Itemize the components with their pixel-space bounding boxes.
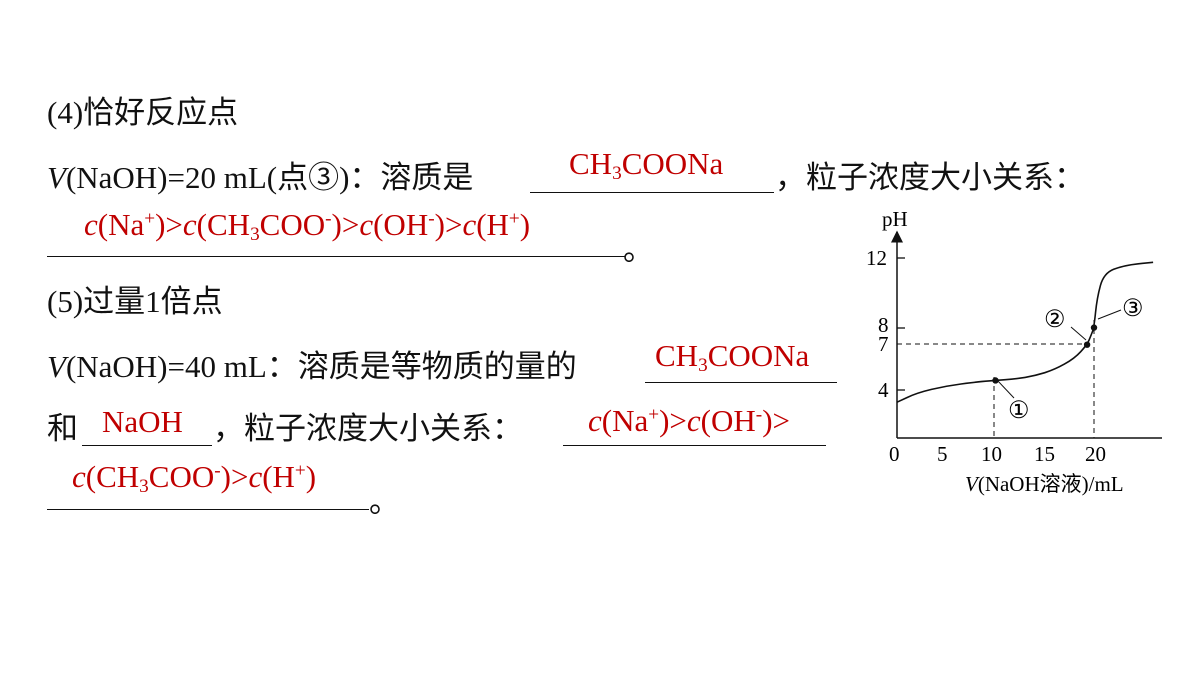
answer-blank-2 <box>47 256 625 257</box>
answer-relation-1: c(Na+)>c(CH3COO-)>c(OH-)>c(H+) <box>84 207 531 245</box>
y-tick-7: 7 <box>878 332 889 356</box>
answer-solute-2: CH3COONa <box>655 338 810 376</box>
point-label-1: ① <box>1008 398 1030 424</box>
svg-text:12: 12 <box>866 246 887 270</box>
answer-relation-2b: c(CH3COO-)>c(H+) <box>72 459 317 497</box>
titration-curve <box>896 261 1154 403</box>
answer-blank-6 <box>47 509 369 510</box>
variable-V: V <box>47 349 66 384</box>
section5-line2-suffix: ，粒子浓度大小关系： <box>213 411 523 446</box>
section4-line1: V(NaOH)=20 mL(点③)：溶质是 <box>47 162 473 193</box>
answer-blank-4 <box>82 445 212 446</box>
svg-text:8: 8 <box>878 313 889 337</box>
point-label-2: ② <box>1044 307 1066 333</box>
section4-heading: (4)恰好反应点 <box>47 95 239 130</box>
section4-line1-suffix: ，粒子浓度大小关系： <box>775 160 1085 195</box>
section5-heading: (5)过量1倍点 <box>47 284 223 319</box>
y-tick-4: 4 <box>878 378 905 402</box>
x-axis-label: V(NaOH溶液)/mL <box>965 472 1124 496</box>
x-tick-20: 20 <box>1085 442 1106 466</box>
answer-solute-3: NaOH <box>102 404 183 439</box>
answer-blank-3 <box>645 382 837 383</box>
variable-V: V <box>47 160 66 195</box>
x-tick-15: 15 <box>1034 442 1055 466</box>
answer-relation-2a: c(Na+)>c(OH-)> <box>588 403 790 438</box>
x-tick-5: 5 <box>937 442 948 466</box>
svg-text:4: 4 <box>878 378 889 402</box>
x-tick-0: 0 <box>889 442 900 466</box>
point-label-3: ③ <box>1122 296 1144 322</box>
answer-solute-1: CH3COONa <box>569 146 724 184</box>
curve-point-2 <box>1083 341 1091 348</box>
svg-text:7: 7 <box>878 332 889 356</box>
period-mark-1: 。 <box>623 232 654 267</box>
section4-line1-text: (NaOH)=20 mL(点③)：溶质是 <box>65 160 474 195</box>
curve-point-3 <box>1090 324 1098 331</box>
section5-line2-prefix: 和 <box>47 411 78 446</box>
answer-blank-1 <box>530 192 774 193</box>
section5-line1-text: (NaOH)=40 mL：溶质是等物质的量的 <box>65 349 577 384</box>
y-tick-8: 8 <box>878 313 905 337</box>
y-tick-12: 12 <box>866 246 905 270</box>
x-tick-10: 10 <box>981 442 1002 466</box>
period-mark-2: 。 <box>369 484 400 519</box>
answer-blank-5 <box>563 445 826 446</box>
curve-point-1 <box>992 377 999 384</box>
section5-line1: V(NaOH)=40 mL：溶质是等物质的量的 <box>47 351 577 382</box>
y-axis-label: pH <box>882 207 908 231</box>
